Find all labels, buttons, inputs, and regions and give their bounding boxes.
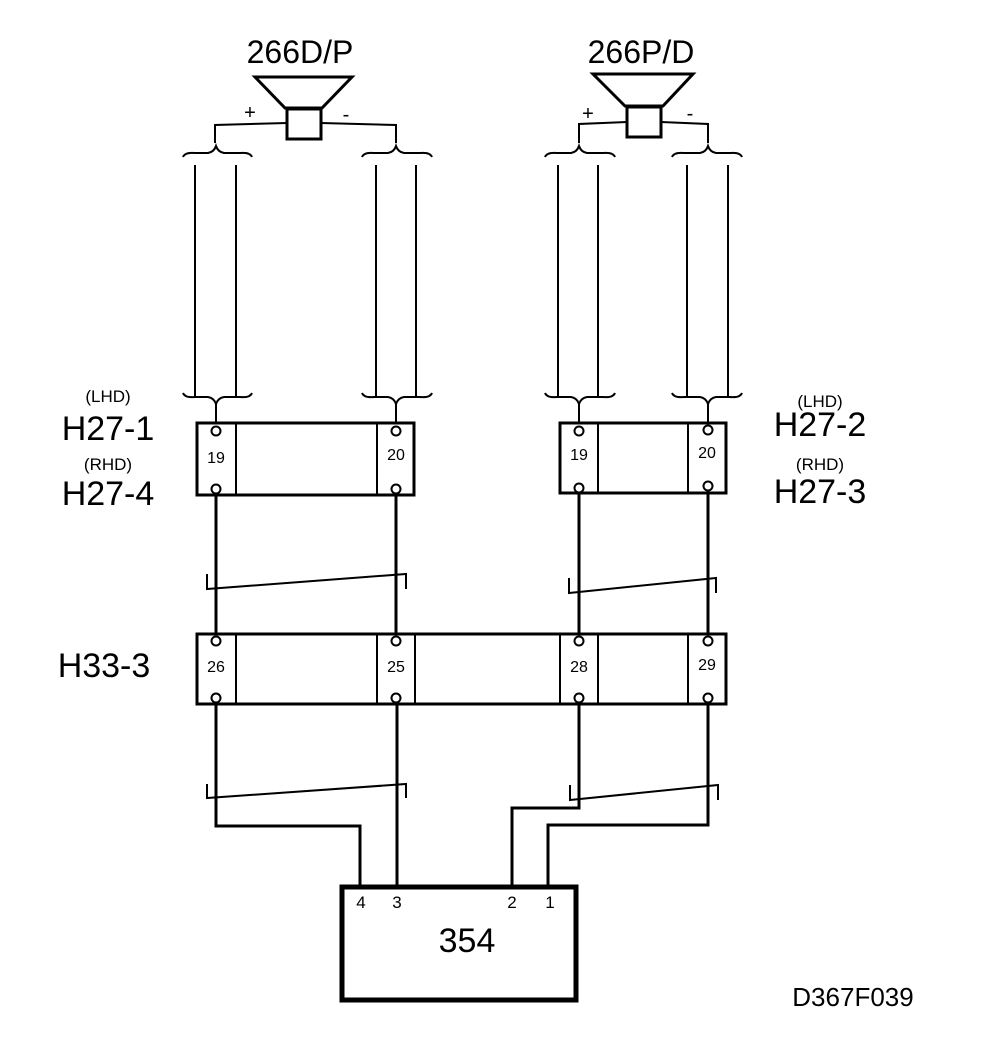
left-bottom-name: H27-4 [62,475,155,513]
module-pin-label: 4 [356,893,365,912]
cable-bundles [182,142,743,424]
speaker-left-plus: + [244,102,256,124]
cable-brace-top [182,142,253,158]
right-bottom-variant: (RHD) [796,455,844,474]
connector-h27-right: 19 20 [558,421,728,495]
speaker-right-label: 266P/D [588,34,695,70]
speaker-right-plus-lead [578,121,628,143]
speaker-right-icon [589,72,697,108]
pin-label: 28 [570,659,588,676]
left-top-variant: (LHD) [85,387,130,406]
right-top-name: H27-2 [774,406,867,444]
connector-h33: H33-3 26 25 28 29 [58,632,728,706]
pin-label: 20 [698,445,716,462]
speaker-left-minus-lead [320,122,397,143]
twist-mark [206,782,407,800]
h27-labels: (LHD) H27-1 (RHD) H27-4 (LHD) H27-2 (RHD… [62,387,867,513]
pin-label: 19 [207,450,225,467]
h33-name: H33-3 [58,647,151,685]
speaker-right-plus: + [582,103,594,125]
left-top-name: H27-1 [62,410,155,448]
right-bottom-name: H27-3 [774,473,867,511]
wires-h27-h33 [206,490,717,636]
speaker-right-magnet [625,105,663,139]
module-label: 354 [439,922,496,960]
speaker-left-minus: - [343,104,350,126]
twist-mark [569,783,719,802]
module-pin-label: 3 [392,893,401,912]
twist-mark [206,572,407,591]
left-bottom-variant: (RHD) [84,455,132,474]
twist-mark [568,576,717,595]
figure-id: D367F039 [792,982,913,1012]
speaker-left-magnet [285,107,323,141]
speaker-left-icon [251,75,356,110]
module-pin-label: 2 [507,893,516,912]
wires-h33-module [206,704,719,888]
speaker-left-plus-lead [214,122,288,143]
pin-label: 25 [387,659,405,676]
right-top-variant: (LHD) [797,392,842,411]
connector-h27-left: 19 20 [195,421,416,497]
cable-brace-bottom [182,392,253,408]
module-pin-label: 1 [545,893,554,912]
module-354: 4 3 2 1 354 [339,884,579,1003]
speaker-right: 266P/D + - [578,34,709,143]
speaker-left: 266D/P + - [214,34,397,143]
speaker-right-minus-lead [660,121,709,143]
speaker-right-minus: - [687,103,694,125]
pin-label: 26 [207,659,225,676]
pin-label: 19 [570,447,588,464]
speaker-left-label: 266D/P [247,34,354,70]
pin-label: 20 [387,447,405,464]
pin-label: 29 [698,657,716,674]
